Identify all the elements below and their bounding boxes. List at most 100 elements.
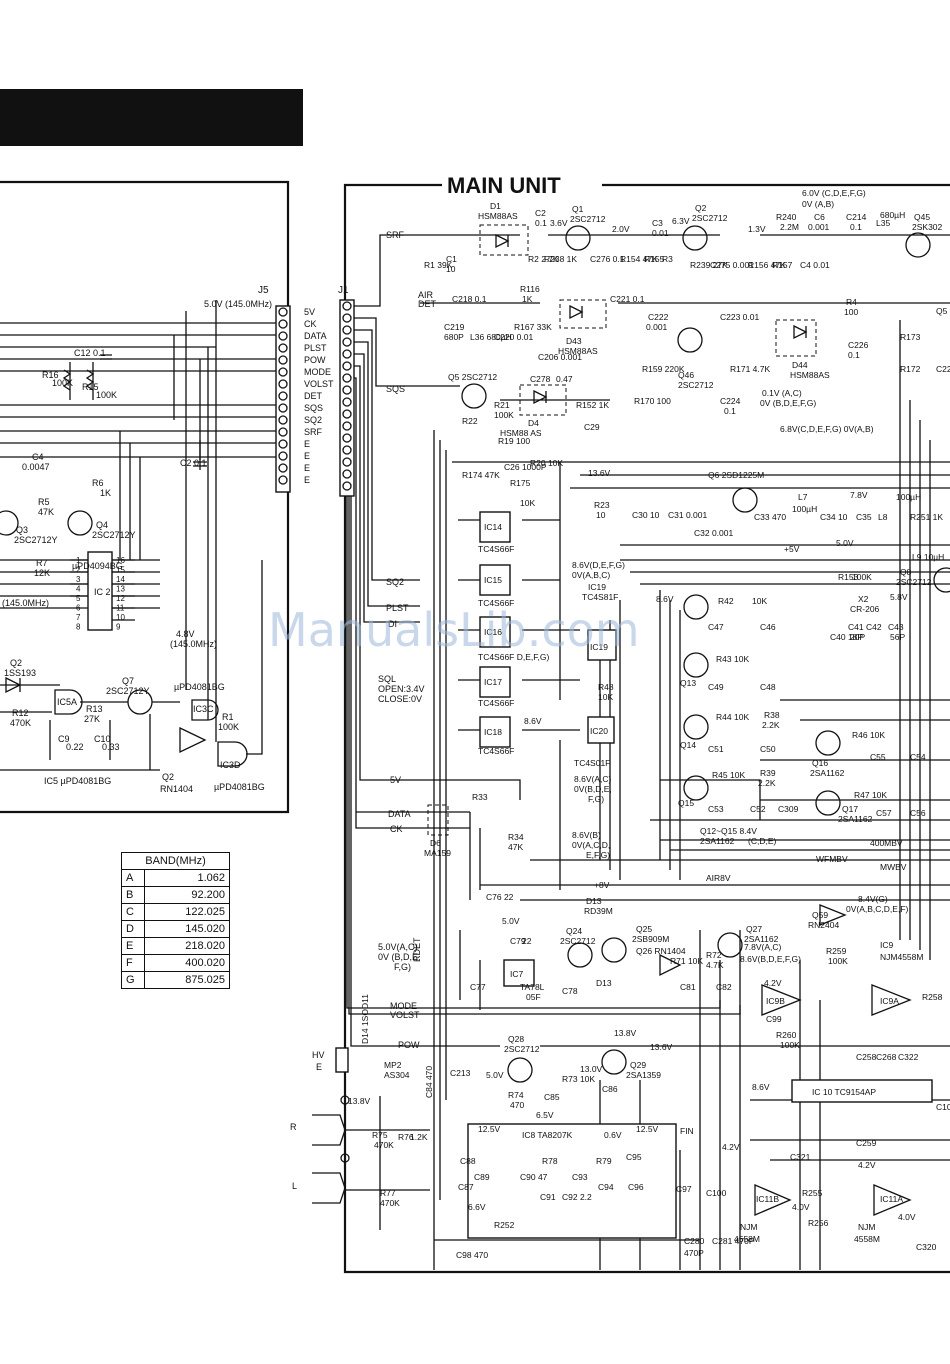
svg-text:C280: C280 (684, 1236, 705, 1246)
svg-text:R2 2.7K: R2 2.7K (528, 254, 559, 264)
svg-text:0.001: 0.001 (646, 322, 668, 332)
svg-text:2SC2712Y: 2SC2712Y (14, 535, 58, 545)
band-letter: D (121, 920, 145, 938)
svg-text:4.0V: 4.0V (792, 1202, 810, 1212)
svg-text:Q28: Q28 (508, 1034, 524, 1044)
svg-text:µPD4081BG: µPD4081BG (174, 682, 225, 692)
svg-text:C42: C42 (866, 622, 882, 632)
left-panel-labels: C12 0.1 R16 100K R15 100K C2 0.1 C4 0.00… (2, 348, 265, 794)
j1-pin (342, 481, 352, 491)
j5-pin-label: 5V (304, 307, 315, 317)
svg-text:0.1: 0.1 (724, 406, 736, 416)
svg-text:0V (B,D,E,F,G): 0V (B,D,E,F,G) (760, 398, 816, 408)
svg-text:R19 100: R19 100 (498, 436, 530, 446)
j5-pin-label: E (304, 451, 310, 461)
svg-text:R38: R38 (764, 710, 780, 720)
svg-text:R21: R21 (494, 400, 510, 410)
j5-pin-label: PLST (304, 343, 327, 353)
svg-text:8.4V(G): 8.4V(G) (858, 894, 888, 904)
svg-text:Q3: Q3 (16, 525, 28, 535)
svg-text:Q1: Q1 (572, 204, 584, 214)
svg-text:0.1: 0.1 (850, 222, 862, 232)
svg-text:C259: C259 (856, 1138, 877, 1148)
j1-pin (342, 385, 352, 395)
svg-text:0V(A,B,C,D,E,F): 0V(A,B,C,D,E,F) (846, 904, 909, 914)
svg-text:C55: C55 (870, 752, 886, 762)
j1-pin (342, 373, 352, 383)
svg-text:2SC2712Y: 2SC2712Y (92, 530, 136, 540)
j5-pin (278, 379, 288, 389)
svg-text:C214: C214 (846, 212, 867, 222)
svg-text:Q46: Q46 (678, 370, 694, 380)
svg-text:R167 33K: R167 33K (514, 322, 552, 332)
svg-text:5.0V(A,C): 5.0V(A,C) (378, 942, 418, 952)
svg-text:100µH: 100µH (792, 504, 817, 514)
svg-text:R170 100: R170 100 (634, 396, 671, 406)
svg-text:Q13: Q13 (680, 678, 696, 688)
pow-label: POW (398, 1040, 420, 1050)
ic2-pin-number: 16 (116, 556, 125, 565)
svg-text:C26 1000P: C26 1000P (504, 462, 547, 472)
v5-label: 5V (390, 775, 401, 785)
svg-text:R71 10K: R71 10K (670, 956, 703, 966)
svg-text:HV: HV (312, 1050, 325, 1060)
svg-text:C2 0.1: C2 0.1 (180, 458, 207, 468)
svg-text:6.8V(C,D,E,F,G) 0V(A,B): 6.8V(C,D,E,F,G) 0V(A,B) (780, 424, 874, 434)
svg-text:C309: C309 (778, 804, 799, 814)
svg-text:4558M: 4558M (854, 1234, 880, 1244)
svg-text:100µH: 100µH (896, 492, 921, 502)
svg-text:8.6V(A,C): 8.6V(A,C) (574, 774, 611, 784)
svg-text:100K: 100K (52, 378, 73, 388)
jacks (312, 1047, 350, 1204)
svg-text:R240: R240 (776, 212, 797, 222)
svg-text:C56: C56 (910, 808, 926, 818)
j5-pin (278, 415, 288, 425)
svg-text:C223 0.01: C223 0.01 (720, 312, 759, 322)
svg-text:680P: 680P (444, 332, 464, 342)
j1-pin (342, 349, 352, 359)
svg-text:(145.0MHz): (145.0MHz) (170, 639, 217, 649)
svg-text:Q4: Q4 (96, 520, 108, 530)
svg-text:Q2: Q2 (162, 772, 174, 782)
svg-text:0V(A,B,C): 0V(A,B,C) (572, 570, 610, 580)
svg-text:47K: 47K (508, 842, 523, 852)
svg-text:0.22: 0.22 (66, 742, 84, 752)
svg-text:R3: R3 (662, 254, 673, 264)
j1-pin (342, 301, 352, 311)
volst-label: VOLST (390, 1010, 420, 1020)
svg-text:0.0047: 0.0047 (22, 462, 50, 472)
j5-pin-label: E (304, 475, 310, 485)
plst-label: PLST (386, 603, 409, 613)
svg-text:C3: C3 (652, 218, 663, 228)
svg-text:0V (B,D,E,: 0V (B,D,E, (378, 952, 421, 962)
j1-pin (342, 421, 352, 431)
main-unit-title: MAIN UNIT (447, 173, 561, 198)
svg-text:CLOSE:0V: CLOSE:0V (378, 694, 422, 704)
svg-text:J1: J1 (338, 285, 349, 296)
main-ic-boxes (467, 511, 933, 1239)
svg-text:4.2V: 4.2V (722, 1142, 740, 1152)
svg-text:D44: D44 (792, 360, 808, 370)
svg-text:OPEN:3.4V: OPEN:3.4V (378, 684, 425, 694)
svg-text:2SC2712: 2SC2712 (504, 1044, 540, 1054)
svg-text:10K: 10K (598, 692, 613, 702)
j5-pin (278, 355, 288, 365)
svg-text:12K: 12K (34, 568, 50, 578)
j5-pin (278, 451, 288, 461)
svg-text:C95: C95 (626, 1152, 642, 1162)
svg-text:20P: 20P (850, 632, 865, 642)
ic2-pin-number: 7 (76, 613, 81, 622)
svg-text:RN1404: RN1404 (160, 784, 193, 794)
svg-text:R153: R153 (838, 572, 859, 582)
svg-text:C46: C46 (760, 622, 776, 632)
ic2-pin-number: 14 (116, 575, 125, 584)
svg-text:IC3C: IC3C (193, 704, 214, 714)
svg-text:IC17: IC17 (484, 677, 502, 687)
svg-text:2SA1162: 2SA1162 (744, 934, 779, 944)
svg-text:L35: L35 (876, 218, 890, 228)
svg-text:IC11B: IC11B (756, 1194, 779, 1204)
svg-text:6.3V: 6.3V (672, 216, 690, 226)
svg-text:TC4S66F: TC4S66F (478, 746, 514, 756)
svg-text:2SB909M: 2SB909M (632, 934, 669, 944)
svg-text:TC4S66F: TC4S66F (478, 698, 514, 708)
